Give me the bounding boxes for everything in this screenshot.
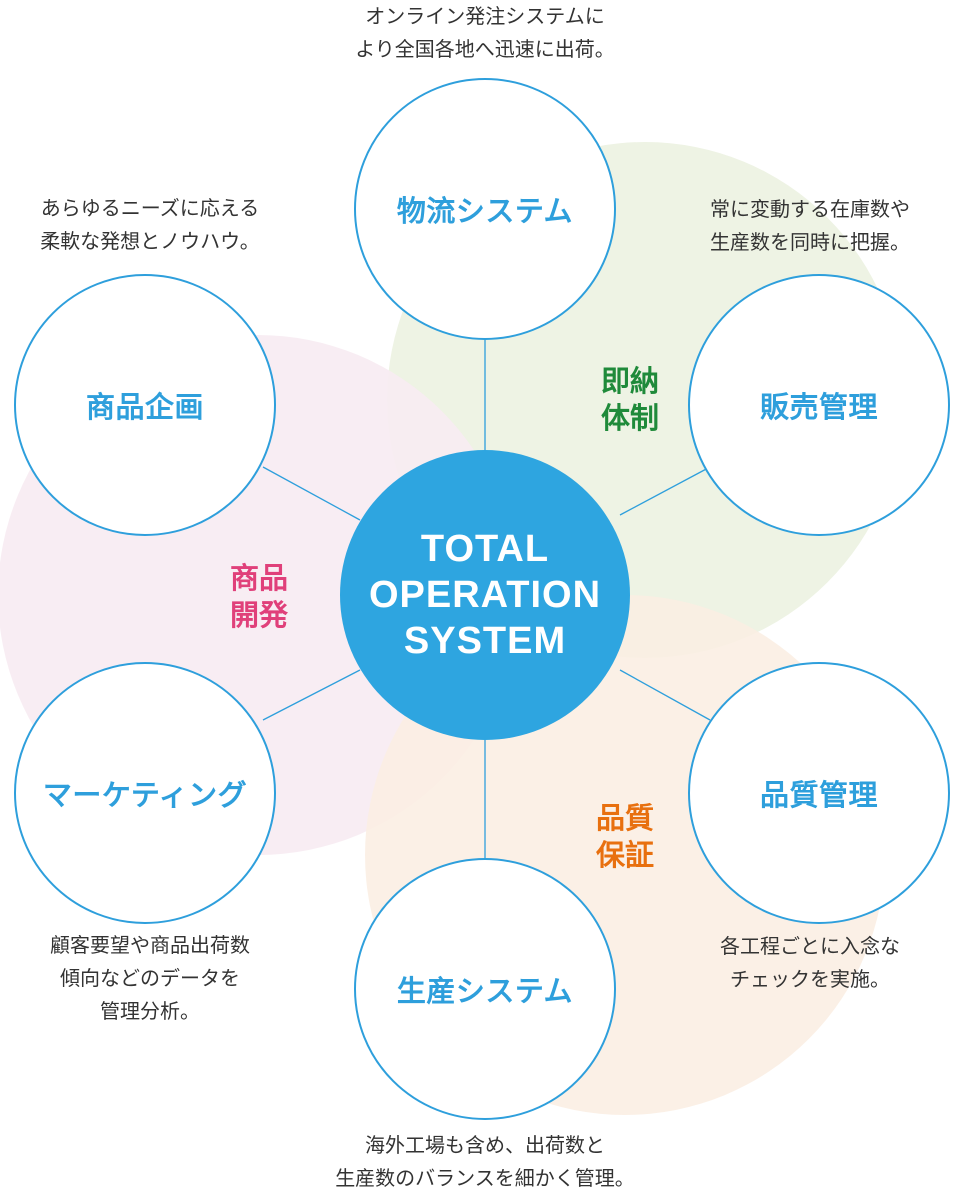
group-delivery-line-1: 即納 <box>600 364 659 398</box>
desc-marketing: 顧客要望や商品出荷数 傾向などのデータを 管理分析。 <box>0 929 300 1028</box>
connector-planning <box>262 466 361 521</box>
desc-sales: 常に変動する在庫数や 生産数を同時に把握。 <box>660 193 959 259</box>
desc-marketing-line-2: 傾向などのデータを <box>60 966 240 990</box>
desc-marketing-line-3: 管理分析。 <box>100 999 200 1023</box>
group-assurance: 品質 保証 <box>585 800 665 874</box>
desc-quality-line-2: チェックを実施。 <box>730 967 890 991</box>
connector-sales <box>619 466 711 516</box>
desc-planning-line-2: 柔軟な発想とノウハウ。 <box>40 229 260 253</box>
group-development: 商品 開発 <box>219 560 299 634</box>
node-logistics: 物流システム <box>354 78 616 340</box>
center-line-2: OPERATION <box>368 574 602 616</box>
desc-planning-line-1: あらゆるニーズに応える <box>40 196 260 220</box>
desc-logistics-line-1: オンライン発注システムに <box>365 4 605 28</box>
node-planning-label: 商品企画 <box>85 390 204 424</box>
center-circle: TOTAL OPERATION SYSTEM <box>340 450 630 740</box>
desc-quality: 各工程ごとに入念な チェックを実施。 <box>660 930 959 996</box>
desc-quality-line-1: 各工程ごとに入念な <box>720 934 900 958</box>
node-quality: 品質管理 <box>688 662 950 924</box>
node-sales: 販売管理 <box>688 274 950 536</box>
desc-marketing-line-1: 顧客要望や商品出荷数 <box>50 933 250 957</box>
group-development-line-2: 開発 <box>229 598 288 632</box>
group-assurance-line-1: 品質 <box>595 801 654 835</box>
group-development-line-1: 商品 <box>229 561 288 595</box>
connector-marketing <box>262 669 361 721</box>
center-line-1: TOTAL <box>420 528 550 570</box>
desc-sales-line-1: 常に変動する在庫数や <box>710 197 910 221</box>
node-planning: 商品企画 <box>14 274 276 536</box>
desc-production-line-1: 海外工場も含め、出荷数と <box>365 1133 605 1157</box>
node-sales-label: 販売管理 <box>759 390 878 424</box>
desc-sales-line-2: 生産数を同時に把握。 <box>710 230 910 254</box>
node-production: 生産システム <box>354 858 616 1120</box>
node-logistics-label: 物流システム <box>396 194 574 228</box>
node-marketing: マーケティング <box>14 662 276 924</box>
desc-production: 海外工場も含め、出荷数と 生産数のバランスを細かく管理。 <box>235 1129 735 1195</box>
desc-production-line-2: 生産数のバランスを細かく管理。 <box>335 1166 635 1190</box>
group-assurance-line-2: 保証 <box>595 838 654 872</box>
node-production-label: 生産システム <box>396 974 574 1008</box>
center-line-3: SYSTEM <box>403 620 567 662</box>
desc-logistics-line-2: より全国各地へ迅速に出荷。 <box>355 37 615 61</box>
desc-planning: あらゆるニーズに応える 柔軟な発想とノウハウ。 <box>0 192 300 258</box>
group-delivery-line-2: 体制 <box>600 401 659 435</box>
group-delivery: 即納 体制 <box>590 363 670 437</box>
connector-quality <box>619 669 711 721</box>
desc-logistics: オンライン発注システムに より全国各地へ迅速に出荷。 <box>235 0 735 66</box>
node-quality-label: 品質管理 <box>759 778 878 812</box>
node-marketing-label: マーケティング <box>42 778 248 812</box>
